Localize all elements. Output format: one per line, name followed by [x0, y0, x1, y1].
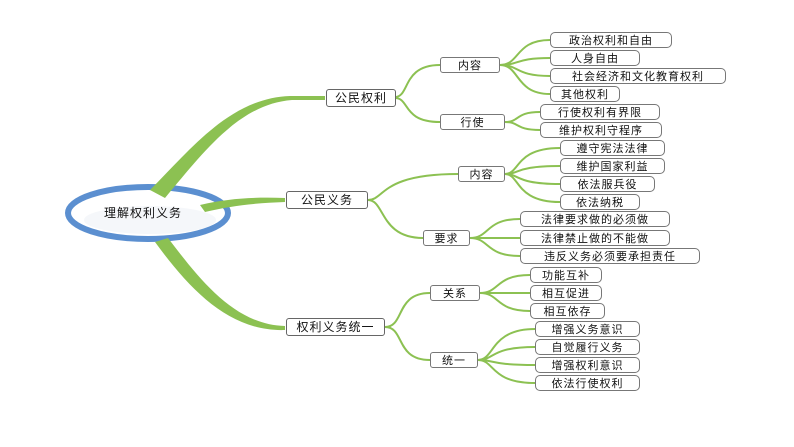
unity-relation-item: 相互依存 — [530, 303, 605, 319]
duties-requirements-label: 要求 — [423, 230, 470, 246]
duties-requirements-item: 法律禁止做的不能做 — [520, 230, 670, 246]
root-topic: 理解权利义务 — [104, 206, 183, 220]
rights-content-item: 人身自由 — [550, 50, 640, 66]
branch-duties — [200, 197, 285, 212]
unity-relation-label: 关系 — [430, 285, 480, 301]
unity-unify-item: 增强义务意识 — [535, 321, 640, 337]
branch-unity-label: 权利义务统一 — [286, 318, 385, 336]
rights-exercise-item: 维护权利守程序 — [540, 122, 662, 138]
branch-rights-label: 公民权利 — [326, 89, 396, 107]
branch-rights — [150, 96, 325, 198]
duties-content-item: 遵守宪法法律 — [560, 140, 665, 156]
unity-unify-item: 增强权利意识 — [535, 357, 640, 373]
unity-unify-item: 自觉履行义务 — [535, 339, 640, 355]
rights-content-item: 政治权利和自由 — [550, 32, 672, 48]
duties-requirements-item: 违反义务必须要承担责任 — [520, 248, 700, 264]
rights-content-label: 内容 — [440, 57, 500, 73]
rights-exercise-item: 行使权利有界限 — [540, 104, 660, 120]
duties-content-item: 维护国家利益 — [560, 158, 665, 174]
rights-content-item: 社会经济和文化教育权利 — [550, 68, 726, 84]
rights-content-item: 其他权利 — [550, 86, 620, 102]
unity-relation-item: 功能互补 — [530, 267, 602, 283]
duties-content-label: 内容 — [458, 166, 505, 182]
unity-relation-item: 相互促进 — [530, 285, 602, 301]
unity-unify-label: 统一 — [430, 352, 478, 368]
duties-content-item: 依法纳税 — [560, 194, 640, 210]
duties-requirements-item: 法律要求做的必须做 — [520, 211, 670, 227]
root-ellipse-shade — [84, 206, 216, 234]
duties-content-item: 依法服兵役 — [560, 176, 655, 192]
branch-duties-label: 公民义务 — [286, 191, 368, 209]
rights-exercise-label: 行使 — [440, 114, 505, 130]
branch-unity — [155, 238, 285, 331]
unity-unify-item: 依法行使权利 — [535, 375, 640, 391]
